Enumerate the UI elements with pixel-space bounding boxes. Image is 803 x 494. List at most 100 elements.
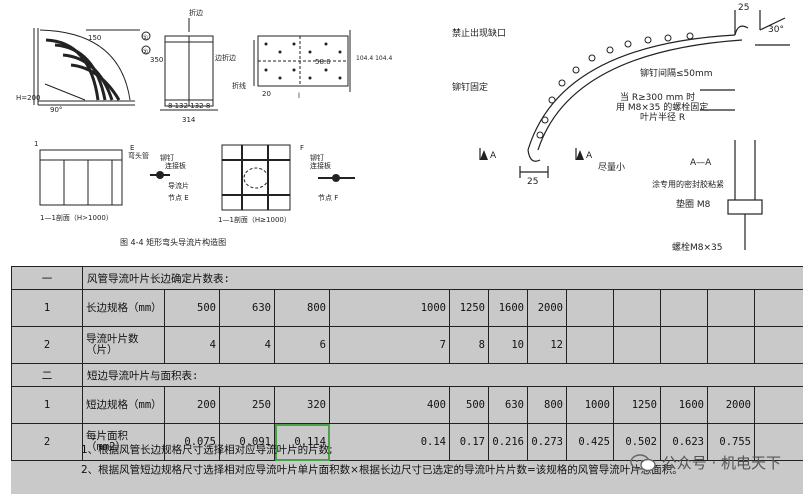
label-maoding-jiange: 铆钉间隔≤50mm (640, 67, 713, 79)
label-30deg: 30° (768, 25, 784, 35)
row-index: 2 (11, 326, 83, 364)
table-cell: 800 (274, 289, 330, 327)
rivet-holes (264, 42, 342, 80)
label-l: l (298, 92, 300, 100)
note-2: 2、根据风管短边规格尺寸选择相对应导流叶片单片面积数×根据长边尺寸已选定的导流叶… (81, 464, 683, 476)
label-a-right: A (586, 151, 593, 161)
note-1: 1、根据风管长边规格尺寸选择相对应导流叶片的片数; (81, 444, 333, 456)
vane-holes (536, 32, 694, 139)
table-cell: 6 (274, 326, 330, 364)
label-maoding: 铆钉 (160, 153, 174, 162)
table-cell: 0.623 (660, 423, 708, 461)
label-circle-2: ② (142, 48, 148, 56)
label-wantouguan: 弯头管 (128, 151, 149, 160)
table-row: 1 长边规格（mm） 500 630 800 1000 1250 1600 20… (11, 289, 803, 327)
figure-area: 折边 边折边 H=200 90° 150 ① ② 折线 8 132 132 8 … (16, 3, 790, 253)
table-cell: 400 (329, 386, 450, 424)
label-zhebian: 折边 (189, 8, 203, 17)
label-r150: 150 (88, 34, 101, 42)
arrow-a-right (576, 150, 584, 160)
table-cell: 800 (527, 386, 567, 424)
table-cell: 0.091 (219, 423, 275, 461)
vane-plate-drawing (160, 18, 218, 111)
label-section-aa: A—A (690, 158, 712, 168)
label-yepian-banjing: 叶片半径 R (640, 111, 685, 123)
label-dims-bottom: 8 132 132 8 (168, 102, 210, 110)
label-maoding-guding: 铆钉固定 (452, 81, 488, 93)
table-cell: 12 (527, 326, 567, 364)
table-cell: 7 (329, 326, 450, 364)
label-node-e: 节点 E (168, 194, 189, 202)
label-bianzhebian: 边折边 (215, 53, 236, 62)
label-circle-1: ① (142, 34, 148, 42)
highlighted-cell: 0.114 (274, 423, 330, 461)
label-jinliangxiao: 尽量小 (598, 162, 625, 173)
section2-row: 二 短边导流叶片与面积表: (11, 363, 803, 387)
label-lianjieban: 连接板 (165, 161, 186, 170)
table-notes: 1、根据风管长边规格尺寸选择相对应导流叶片的片数; 2、根据风管短边规格尺寸选择… (81, 440, 683, 480)
table-cell: 630 (219, 289, 275, 327)
table-cell: 1600 (660, 386, 708, 424)
label-90deg: 90° (50, 106, 62, 114)
table-cell: 0.755 (707, 423, 755, 461)
table-row: 2 导流叶片数（片） 4 4 6 7 8 10 12 (11, 326, 803, 364)
table-cell (660, 326, 708, 364)
table-cell: 1250 (449, 289, 489, 327)
left-figure-caption: 图 4-4 矩形弯头导流片构造图 (120, 237, 226, 247)
row-label: 导流叶片数（片） (82, 326, 165, 364)
table-cell: 1600 (488, 289, 528, 327)
table-row: 1 短边规格（mm） 200 250 320 400 500 630 800 1… (11, 386, 803, 424)
wechat-icon (629, 453, 656, 471)
table-cell: 8 (449, 326, 489, 364)
label-tu-mi: 涂专用的密封胶粘紧 (652, 179, 724, 189)
table-cell (753, 289, 803, 327)
section1-row: 一 风管导流叶片长边确定片数表: (11, 266, 803, 290)
table-cell: 250 (219, 386, 275, 424)
watermark-text: 公众号 · 机电天下 (661, 454, 781, 472)
table-cell: 0.425 (566, 423, 614, 461)
label-daoliupian: 导流片 (168, 181, 189, 190)
section2-index: 二 (11, 363, 83, 387)
table-cell: 2000 (707, 386, 755, 424)
label-section-1: 1—1剖面（H>1000） (40, 213, 113, 222)
row-label: 长边规格（mm） (82, 289, 165, 327)
table-cell: 200 (164, 386, 220, 424)
label-zhexian: 折线 (232, 81, 246, 90)
vane-table: 一 风管导流叶片长边确定片数表: 1 长边规格（mm） 500 630 800 … (11, 266, 803, 461)
label-314: 314 (182, 116, 196, 124)
row-index: 1 (11, 386, 83, 424)
label-25-top: 25 (738, 3, 749, 13)
table-cell: 2000 (527, 289, 567, 327)
elbow-drawing (33, 28, 151, 106)
table-cell (613, 289, 661, 327)
table-cell: 0.075 (164, 423, 220, 461)
table-cell: 4 (164, 326, 220, 364)
section-drawings (39, 144, 355, 211)
label-dang-r: 当 R≥300 mm 时 (620, 91, 695, 103)
row-index: 1 (11, 289, 83, 327)
turning-vane-drawing (479, 10, 790, 250)
row-index: 2 (11, 423, 83, 461)
table-cell: 0.216 (488, 423, 528, 461)
table-cell: 1250 (613, 386, 661, 424)
label-side-dims: 104.4 104.4 (356, 55, 392, 62)
node-dots (156, 171, 340, 182)
table-cell (753, 423, 803, 461)
arrow-a-left (480, 150, 488, 160)
section2-title: 短边导流叶片与面积表: (81, 363, 803, 387)
table-cell: 630 (488, 386, 528, 424)
table-cell: 500 (164, 289, 220, 327)
table-cell (613, 326, 661, 364)
label-dianquan: 垫圈 M8 (676, 198, 711, 210)
table-cell (660, 289, 708, 327)
table-cell (707, 289, 755, 327)
section1-index: 一 (11, 266, 83, 290)
section1-title: 风管导流叶片长边确定片数表: (81, 266, 803, 290)
label-yong-m8: 用 M8×35 的螺栓固定 (616, 101, 708, 113)
table-cell: 1000 (329, 289, 450, 327)
label-h200: H=200 (16, 94, 41, 102)
table-cell (566, 289, 614, 327)
table-cell (753, 326, 803, 364)
rivet-grid-drawing (253, 30, 351, 92)
vane-table-panel: 一 风管导流叶片长边确定片数表: 1 长边规格（mm） 500 630 800 … (11, 266, 803, 494)
